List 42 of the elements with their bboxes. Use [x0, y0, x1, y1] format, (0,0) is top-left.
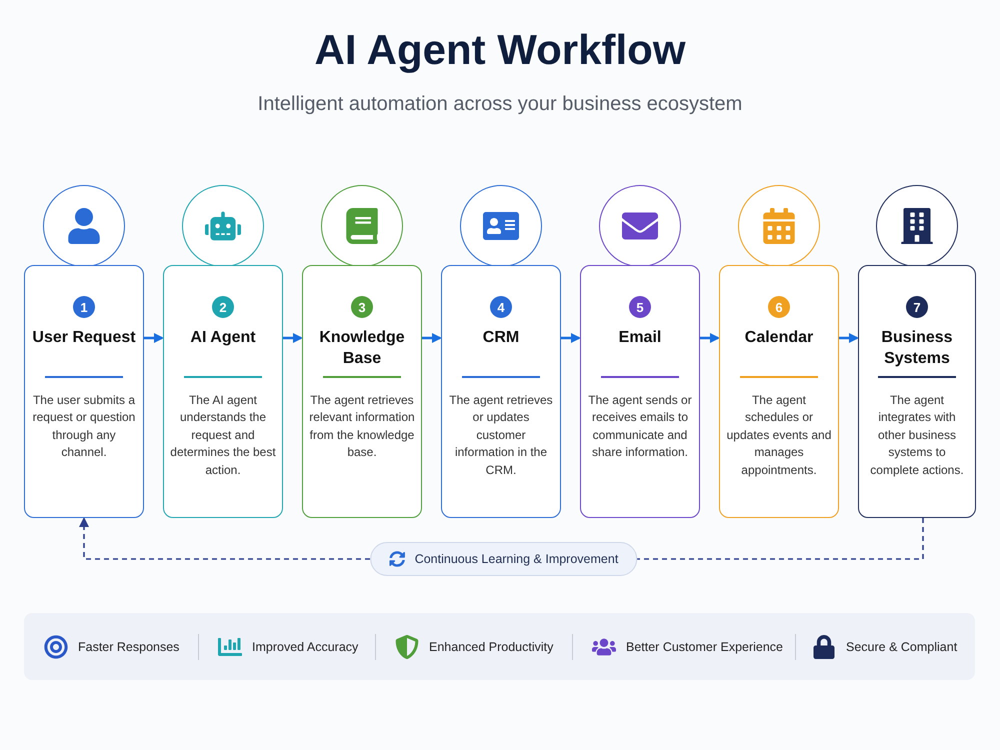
step-number: 5	[629, 296, 651, 318]
step-number: 7	[906, 296, 928, 318]
step-card	[441, 265, 561, 518]
arrow	[144, 333, 164, 343]
step-number: 6	[768, 296, 790, 318]
step-description: The AI agent understands the request and determines the best action.	[169, 392, 277, 478]
step-title: User Request	[31, 328, 137, 348]
subtitle: Intelligent automation across your business ecosystem	[256, 93, 744, 116]
step-description: The agent sends or receives emails to communicate and share information.	[587, 392, 693, 461]
step-description: The agent integrates with other business systems to complete actions.	[869, 392, 965, 478]
edge-label: Continuous Learning & Improvement	[414, 552, 618, 566]
benefit-label: Enhanced Productivity	[429, 640, 554, 654]
benefit-label: Faster Responses	[78, 640, 180, 654]
step-description: The agent retrieves or updates customer information in the CRM.	[448, 392, 554, 478]
title: AI Agent Workflow	[314, 26, 686, 74]
benefit-label: Better Customer Experience	[626, 640, 784, 654]
arrow	[283, 333, 303, 343]
step-title: AI Agent	[189, 328, 257, 348]
step-card	[580, 265, 700, 518]
step-description: The agent schedules or updates events and manages appointments.	[726, 392, 832, 478]
arrow	[561, 333, 581, 343]
step-card	[302, 265, 422, 518]
step-title: Email	[618, 328, 662, 348]
step-description: The agent retrieves relevant information from the knowledge base.	[308, 392, 416, 461]
step-number: 3	[351, 296, 373, 318]
step-description: The user submits a request or question through any channel.	[32, 392, 136, 461]
step-number: 1	[73, 296, 95, 318]
step-title: Business Systems	[880, 328, 954, 369]
step-number: 2	[212, 296, 234, 318]
arrow	[700, 333, 720, 343]
step-card	[719, 265, 839, 518]
step-number: 4	[490, 296, 512, 318]
step-title: CRM	[482, 328, 520, 348]
step-title: Knowledge Base	[318, 328, 406, 369]
step-card	[163, 265, 283, 518]
step-card	[858, 265, 976, 518]
arrow	[839, 333, 859, 343]
arrow	[422, 333, 442, 343]
benefit-label: Secure & Compliant	[846, 640, 958, 654]
benefit-label: Improved Accuracy	[252, 640, 358, 654]
step-title: Calendar	[744, 328, 814, 348]
step-card	[24, 265, 144, 518]
